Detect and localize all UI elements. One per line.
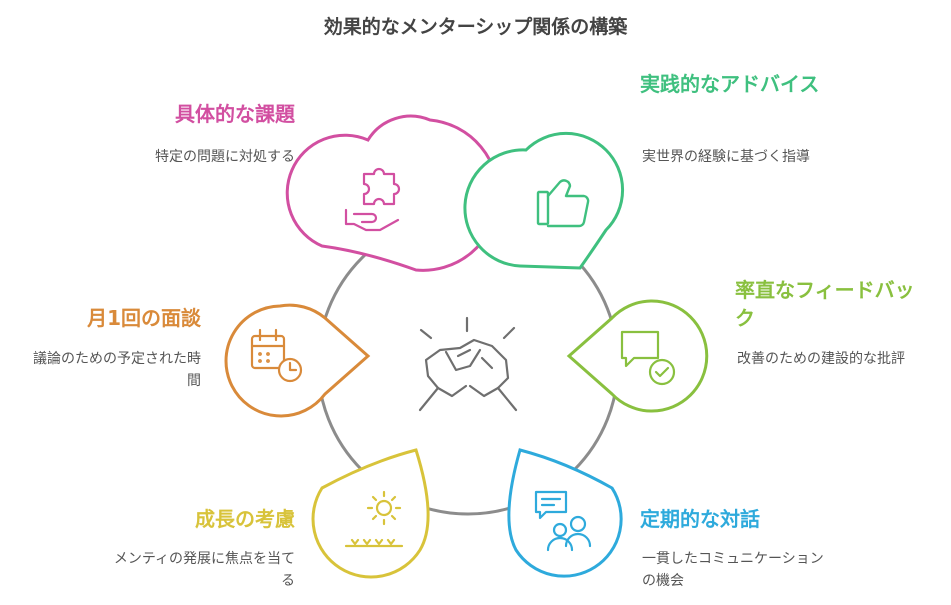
label-practical-advice: 実践的なアドバイス: [640, 72, 820, 96]
node-monthly-meeting: [224, 303, 371, 418]
label-growth-consideration: 成長の考慮: [195, 507, 295, 531]
label-concrete-issues: 具体的な課題: [175, 102, 295, 126]
thumbs-up-icon: [536, 179, 590, 228]
desc-practical-advice: 実世界の経験に基づく指導: [642, 149, 810, 165]
sun-growth-icon: [344, 490, 404, 548]
handshake-icon: [418, 316, 518, 412]
label-regular-dialogue: 定期的な対話: [640, 507, 760, 531]
puzzle-hand-icon: [344, 167, 401, 232]
page-title: 効果的なメンターシップ関係の構築: [323, 16, 628, 38]
node-badge-practical-advice: [463, 131, 625, 270]
desc-regular-dialogue: 一貫したコミュニケーションの機会: [642, 551, 824, 589]
node-regular-dialogue: [507, 448, 623, 578]
node-badge-concrete-issues: [285, 114, 500, 272]
label-candid-feedback: 率直なフィードバック: [735, 278, 915, 330]
node-concrete-issues: [285, 114, 500, 272]
node-badge-candid-feedback: [566, 299, 709, 413]
people-chat-icon: [534, 490, 592, 552]
desc-monthly-meeting: 議論のための予定された時間: [33, 351, 201, 389]
node-practical-advice: [463, 131, 625, 270]
calendar-clock-icon: [250, 328, 303, 383]
label-monthly-meeting: 月1回の面談: [87, 306, 201, 330]
desc-concrete-issues: 特定の問題に対処する: [155, 149, 295, 165]
desc-candid-feedback: 改善のための建設的な批評: [737, 351, 905, 367]
chat-check-icon: [620, 330, 676, 386]
node-badge-growth-consideration: [311, 448, 430, 579]
node-growth-consideration: [311, 448, 430, 579]
node-candid-feedback: [566, 299, 709, 413]
desc-growth-consideration: メンティの発展に焦点を当てる: [113, 551, 295, 589]
